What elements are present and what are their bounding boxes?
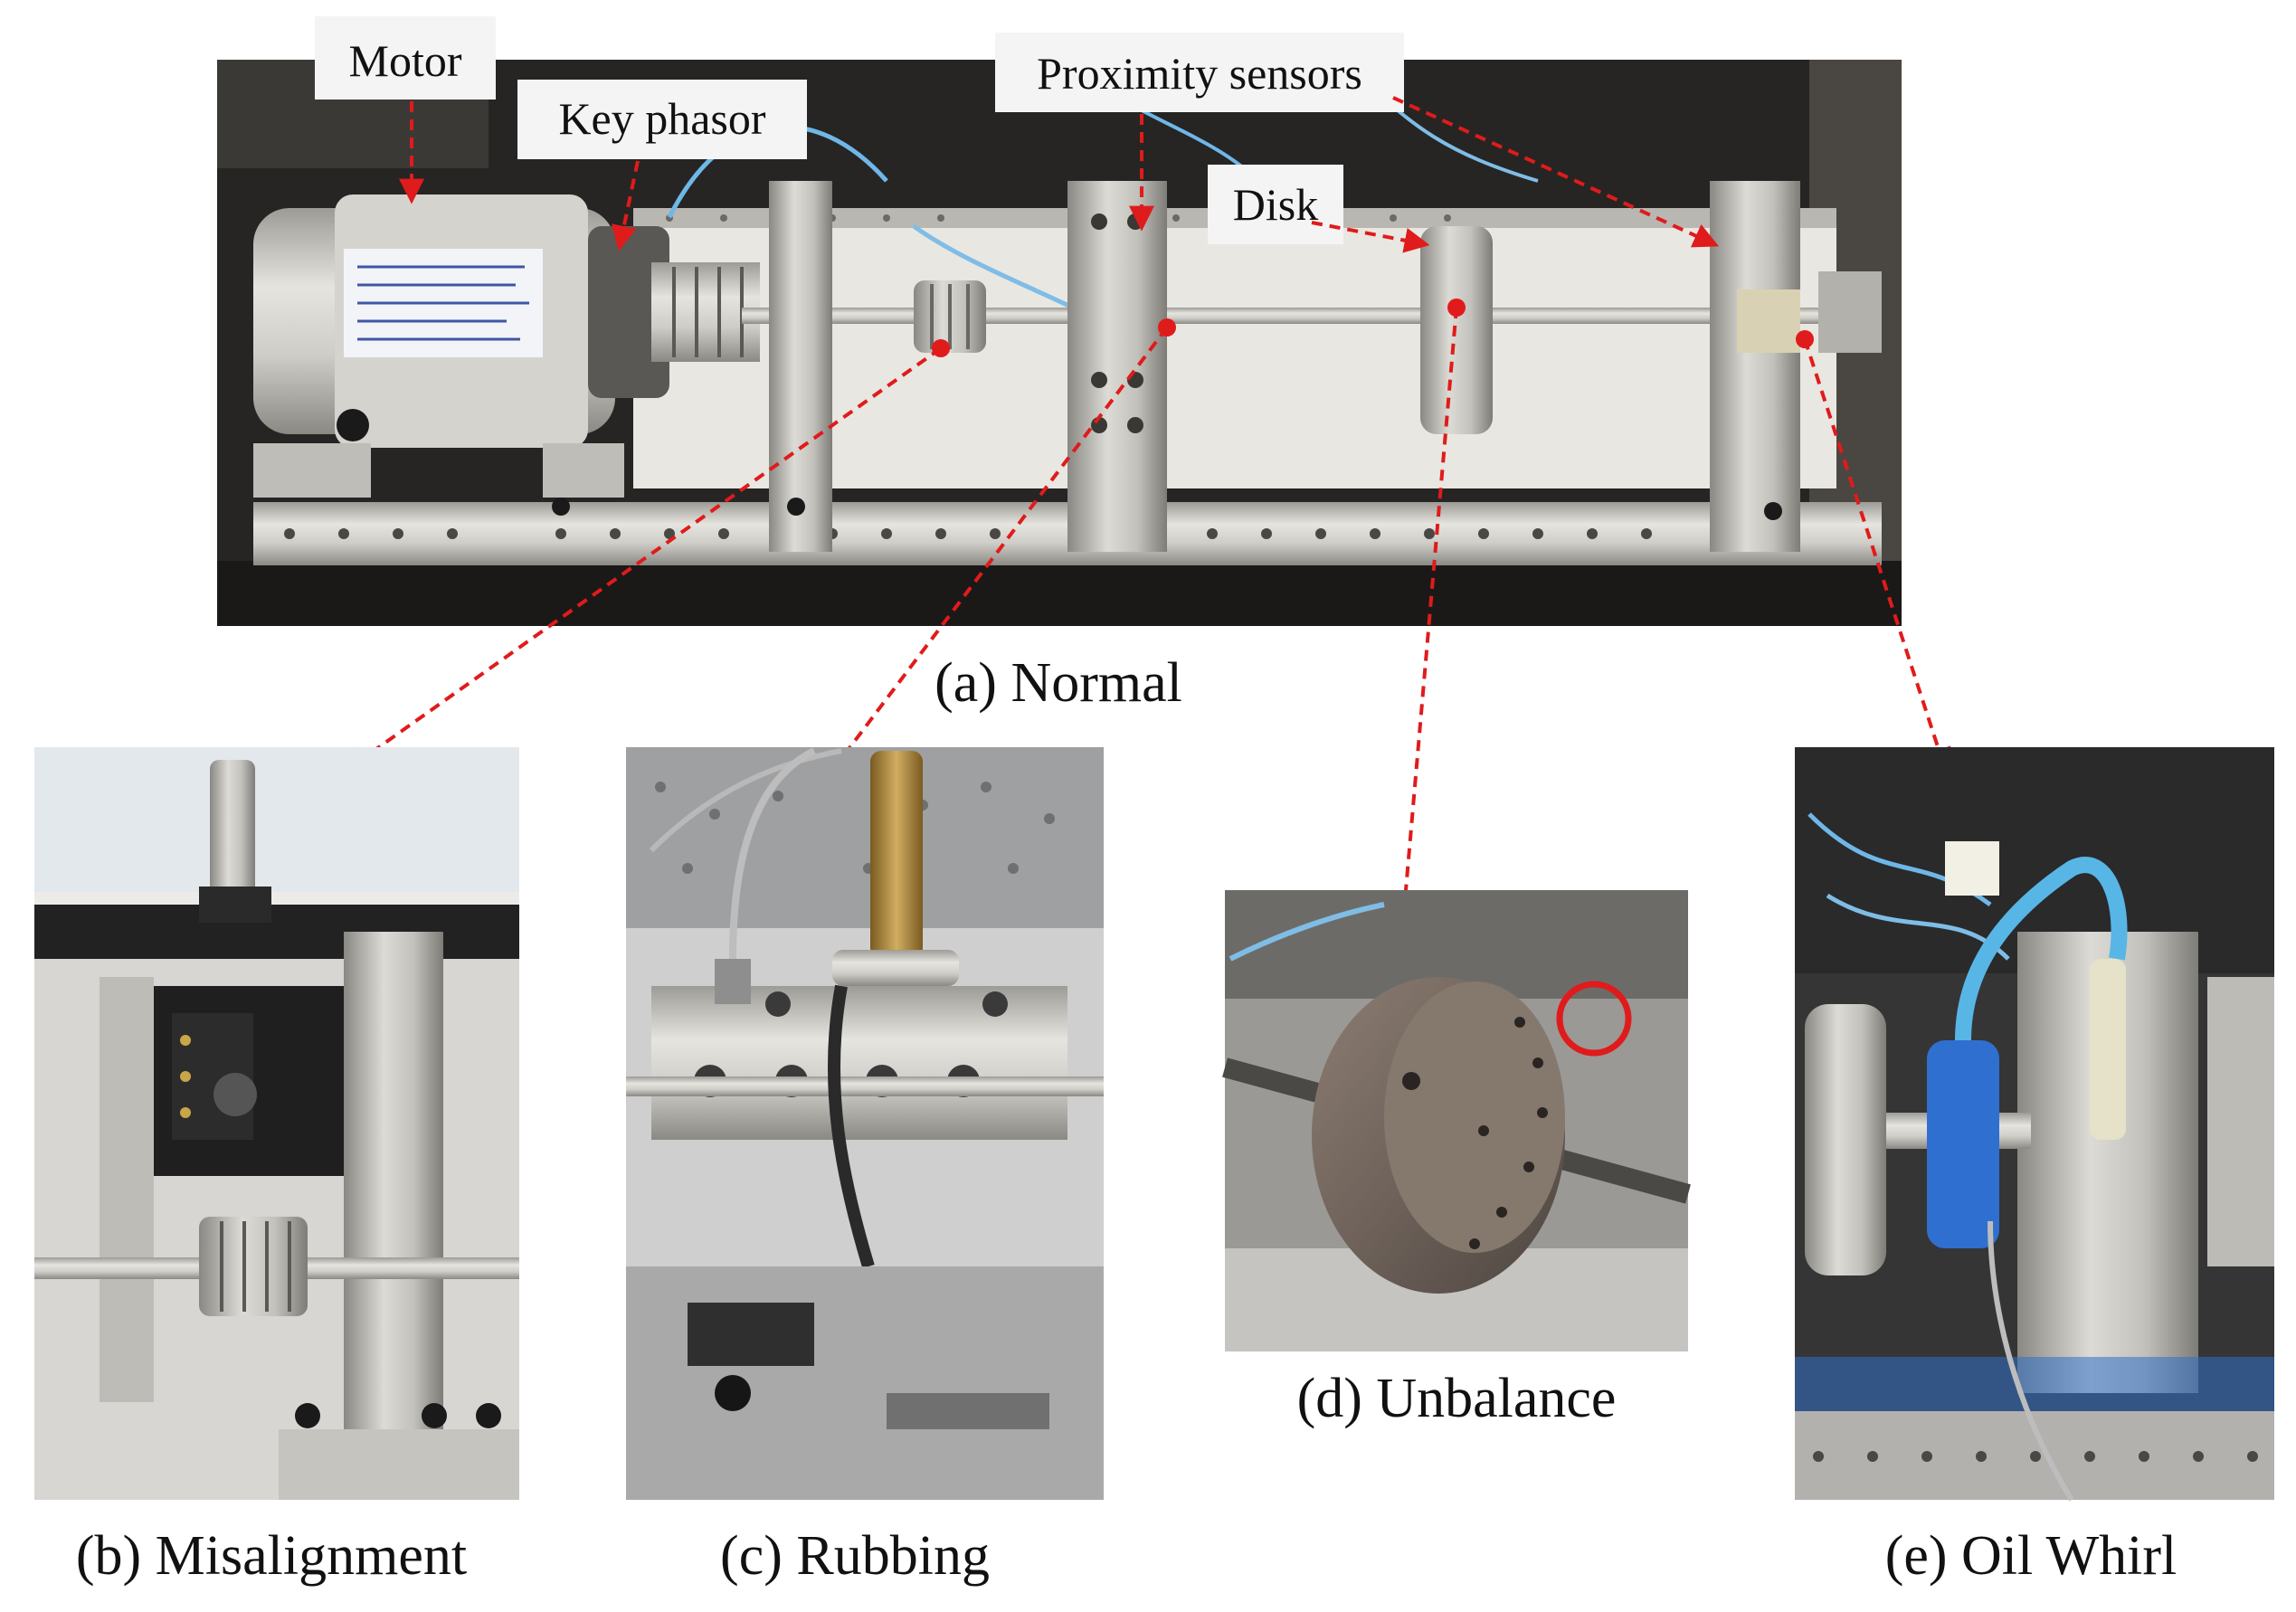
misalignment-photo (34, 747, 519, 1500)
callout-disk: Disk (1208, 165, 1343, 244)
callout-proximity-sensors: Proximity sensors (995, 33, 1404, 112)
callout-arrows (399, 96, 1720, 253)
normal-rig-photo (217, 60, 1902, 626)
callout-key-phasor: Key phasor (517, 80, 807, 159)
rubbing-photo (626, 747, 1104, 1500)
callout-key-phasor-label: Key phasor (558, 93, 765, 144)
caption-unbalance: (d) Unbalance (1297, 1368, 1617, 1429)
caption-misalignment: (b) Misalignment (76, 1525, 467, 1587)
callout-proximity-sensors-label: Proximity sensors (1037, 48, 1362, 99)
fault-arrows (344, 307, 1951, 937)
callout-motor-label: Motor (349, 35, 462, 86)
caption-normal: (a) Normal (935, 652, 1182, 714)
callout-motor: Motor (315, 16, 496, 100)
callout-disk-label: Disk (1233, 179, 1318, 230)
oil-whirl-photo (1795, 747, 2274, 1502)
unbalance-photo (1222, 890, 1691, 1351)
caption-oil-whirl: (e) Oil Whirl (1885, 1525, 2177, 1587)
caption-rubbing: (c) Rubbing (720, 1525, 990, 1587)
